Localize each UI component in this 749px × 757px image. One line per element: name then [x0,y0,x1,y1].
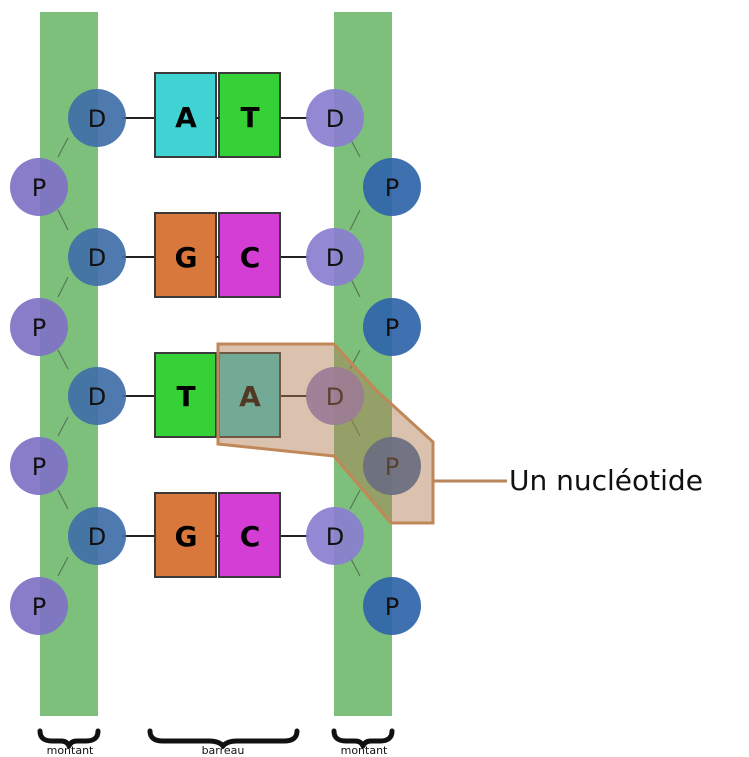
backbone-links [57,137,361,577]
right-phosphates: P P P P [363,158,421,635]
base-t-box [218,72,281,158]
nucleotide-label: Un nucléotide [509,464,703,497]
left-sugar-label-2: D [88,244,106,272]
base-c-box [218,212,281,298]
base-t2-box [154,352,217,438]
base-c2-box [218,492,281,578]
left-phosphates: P P P P [10,158,68,635]
left-sugar-1 [68,89,126,147]
right-phosphate-4 [363,577,421,635]
rung-2: G C [122,212,309,298]
middle-brace [147,728,300,749]
right-phosphate-2 [363,298,421,356]
highlighted-nucleotide [216,342,435,525]
right-phosphate-label-3: P [385,453,399,481]
base-g-box [154,212,217,298]
left-sugar-2 [68,228,126,286]
rung-3: T A [122,352,309,438]
right-phosphate-label-1: P [385,174,399,202]
right-phosphate-label-2: P [385,314,399,342]
left-phosphate-3 [10,437,68,495]
left-brace [37,728,101,749]
base-c2-label: C [240,520,261,553]
right-sugar-label-3: D [326,383,344,411]
right-phosphate-1 [363,158,421,216]
right-sugar-4 [306,507,364,565]
right-phosphate-3 [363,437,421,495]
left-sugar-label-4: D [88,523,106,551]
left-phosphate-label-2: P [32,314,46,342]
left-sugar-label-1: D [88,105,106,133]
middle-brace-label: barreau [202,744,245,757]
rung-4: G C [122,492,309,578]
left-sugars: D D D D [68,89,126,565]
right-sugar-3 [306,367,364,425]
braces [37,728,395,749]
base-a2-box [218,352,281,438]
nucleotide-highlight [216,342,435,525]
left-phosphate-label-4: P [32,593,46,621]
right-phosphate-label-4: P [385,593,399,621]
base-g2-box [154,492,217,578]
left-sugar-3 [68,367,126,425]
right-sugar-1 [306,89,364,147]
right-sugar-2 [306,228,364,286]
base-t2-label: T [176,380,195,413]
base-g-label: G [175,241,198,274]
right-brace [331,728,395,749]
left-phosphate-1 [10,158,68,216]
left-sugar-4 [68,507,126,565]
left-phosphate-label-3: P [32,453,46,481]
rung-1: A T [122,72,309,158]
left-sugar-label-3: D [88,383,106,411]
right-sugar-label-1: D [326,105,344,133]
right-sugars: D D D D [306,89,364,565]
right-brace-label: montant [341,744,388,757]
right-sugar-label-2: D [326,244,344,272]
base-c-label: C [240,241,261,274]
base-t-label: T [240,101,259,134]
left-phosphate-label-1: P [32,174,46,202]
base-a2-label: A [239,380,261,413]
base-g2-label: G [175,520,198,553]
base-a-label: A [175,101,197,134]
right-sugar-label-4: D [326,523,344,551]
left-phosphate-2 [10,298,68,356]
left-phosphate-4 [10,577,68,635]
base-a-box [154,72,217,158]
left-brace-label: montant [47,744,94,757]
